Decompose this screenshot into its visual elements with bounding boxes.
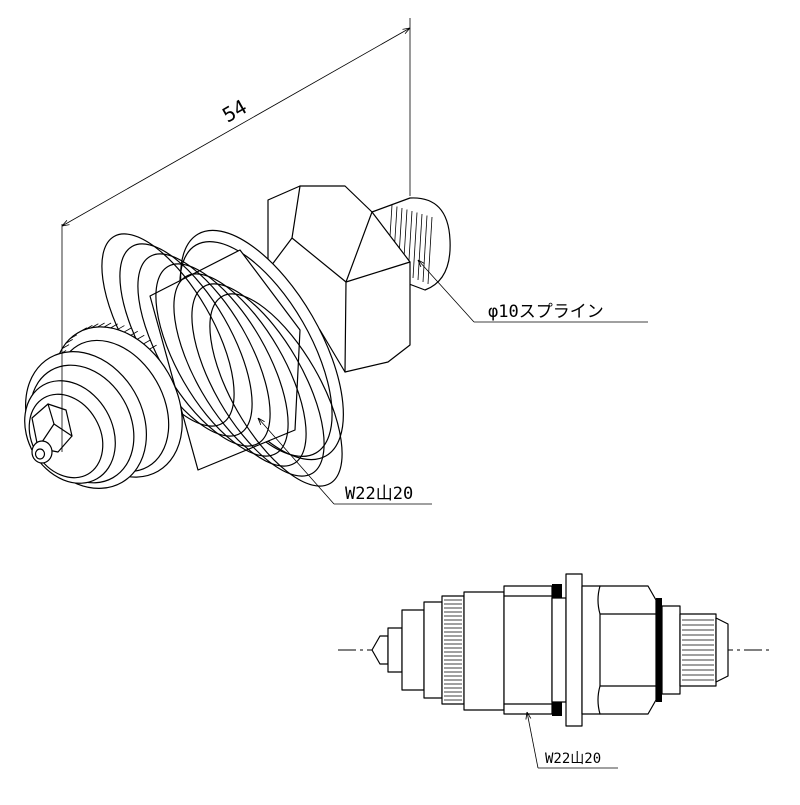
knurl-tooth	[110, 323, 118, 329]
side-knurl-teeth	[444, 599, 462, 701]
knurl-tooth	[61, 344, 70, 349]
thread-callout-side: W22山20	[527, 712, 618, 769]
side-hex	[581, 585, 657, 715]
thread-ring	[209, 293, 343, 487]
thread-ring	[173, 273, 307, 467]
spline-tooth	[417, 213, 423, 281]
knurl-tooth	[103, 322, 112, 328]
spline-label: φ10スプライン	[488, 302, 604, 322]
knurl-tooth	[97, 322, 105, 328]
side-tip-nut	[387, 627, 403, 673]
side-nose-1	[401, 609, 425, 691]
knurl-tooth	[65, 339, 73, 344]
knurl-tooth	[143, 339, 151, 345]
side-oring-top	[552, 584, 562, 598]
side-body	[463, 591, 505, 711]
thread-label-side: W22山20	[545, 751, 601, 767]
side-groove	[551, 597, 567, 703]
spline-tooth	[427, 216, 433, 285]
isometric-view: 54 φ10スプライン W22山20	[24, 18, 648, 505]
side-spline-end	[715, 617, 729, 683]
thread-ring	[191, 283, 325, 477]
knurl-tooth	[123, 327, 132, 333]
side-spline-teeth	[682, 619, 714, 681]
knurl-tooth	[149, 344, 157, 350]
side-flange	[565, 573, 583, 727]
thread-callout-iso: W22山20	[258, 418, 432, 505]
side-nose-2	[423, 601, 443, 699]
side-washer	[656, 598, 662, 702]
side-collar	[661, 605, 681, 695]
thread-ring	[155, 263, 289, 457]
side-oring-bottom	[552, 702, 562, 716]
knurl-tooth	[130, 330, 138, 336]
dimension-label: 54	[218, 95, 251, 128]
knurl-tooth	[117, 325, 125, 330]
side-thread	[503, 585, 553, 715]
knurl-tooth	[69, 334, 78, 340]
knurl-tooth	[85, 325, 93, 330]
spline-callout: φ10スプライン	[418, 260, 648, 323]
knurl-tooth	[91, 323, 99, 329]
knurl-tooth	[79, 327, 87, 333]
thread-label-iso: W22山20	[345, 484, 413, 504]
spline-tooth	[412, 212, 418, 279]
side-view: W22山20	[338, 573, 772, 769]
side-tip	[371, 635, 389, 665]
spline-tooth	[422, 215, 428, 283]
knurl-tooth	[137, 334, 145, 340]
